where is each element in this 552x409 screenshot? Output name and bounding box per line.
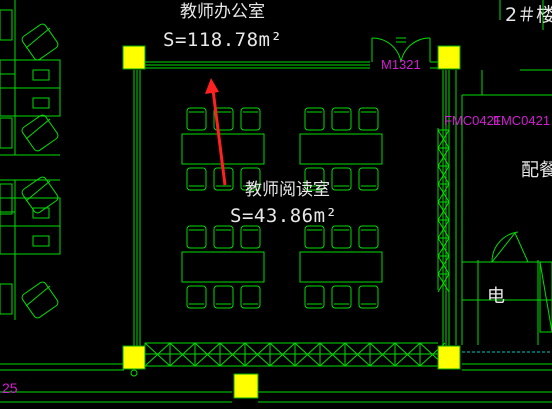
chair: [304, 225, 325, 249]
reading-table: [181, 251, 265, 283]
chair: [186, 285, 207, 309]
phone-icon: [32, 207, 50, 219]
chair: [304, 167, 325, 191]
chair: [331, 107, 352, 131]
chair: [213, 225, 234, 249]
office-desks: [0, 9, 61, 319]
chair: [240, 107, 261, 131]
column-top-right: [437, 45, 461, 70]
chair: [331, 225, 352, 249]
chair: [304, 285, 325, 309]
chair: [331, 167, 352, 191]
chair: [240, 285, 261, 309]
reading-table: [299, 133, 383, 165]
chair: [240, 225, 261, 249]
office-chair: [21, 281, 59, 319]
door-fmc0421-tag-2: FMC0421: [493, 113, 551, 128]
elec-room-label: 电: [487, 286, 505, 307]
door-m1321-swing: [371, 37, 431, 63]
office-area-label: S=118.78m²: [163, 29, 283, 51]
chair: [358, 167, 379, 191]
chair: [304, 107, 325, 131]
chair: [240, 167, 261, 191]
building-number-label: 2＃楼: [505, 4, 552, 26]
door-m1321-tag: M1321: [381, 57, 421, 72]
phone-icon: [32, 235, 50, 247]
bottom-window-hatch: [144, 342, 446, 367]
chair: [358, 107, 379, 131]
side-room-label: 配餐: [521, 160, 552, 181]
chair: [186, 107, 207, 131]
chair: [213, 285, 234, 309]
reading-table: [299, 251, 383, 283]
column-bottom-middle: [233, 373, 259, 399]
chair: [186, 167, 207, 191]
phone-icon: [32, 97, 50, 109]
office-name-label: 教师办公室: [180, 2, 265, 22]
phone-icon: [32, 69, 50, 81]
structural-columns: [122, 45, 461, 399]
marker-circle: [130, 369, 138, 377]
axis-label: 25: [2, 380, 18, 396]
chair: [358, 285, 379, 309]
office-chair: [21, 23, 59, 61]
reading-room-name-label: 教师阅读室: [245, 180, 330, 200]
annotation-arrow: [205, 78, 227, 186]
office-desk: [0, 87, 61, 117]
chair: [213, 107, 234, 131]
fixture-rect: [539, 261, 552, 333]
office-chair: [21, 114, 59, 152]
chair: [331, 285, 352, 309]
chair: [358, 225, 379, 249]
column-top-left: [122, 45, 146, 70]
column-bottom-right: [437, 345, 461, 370]
office-chair: [21, 176, 59, 214]
office-desk: [0, 225, 61, 255]
door-fmc0421-tag-1: FMC0421: [444, 113, 502, 128]
reading-room-area-label: S=43.86m²: [230, 205, 338, 227]
right-window-hatch: [437, 129, 450, 293]
elec-room-door: [491, 231, 529, 263]
column-bottom-left: [122, 345, 146, 370]
chair: [186, 225, 207, 249]
